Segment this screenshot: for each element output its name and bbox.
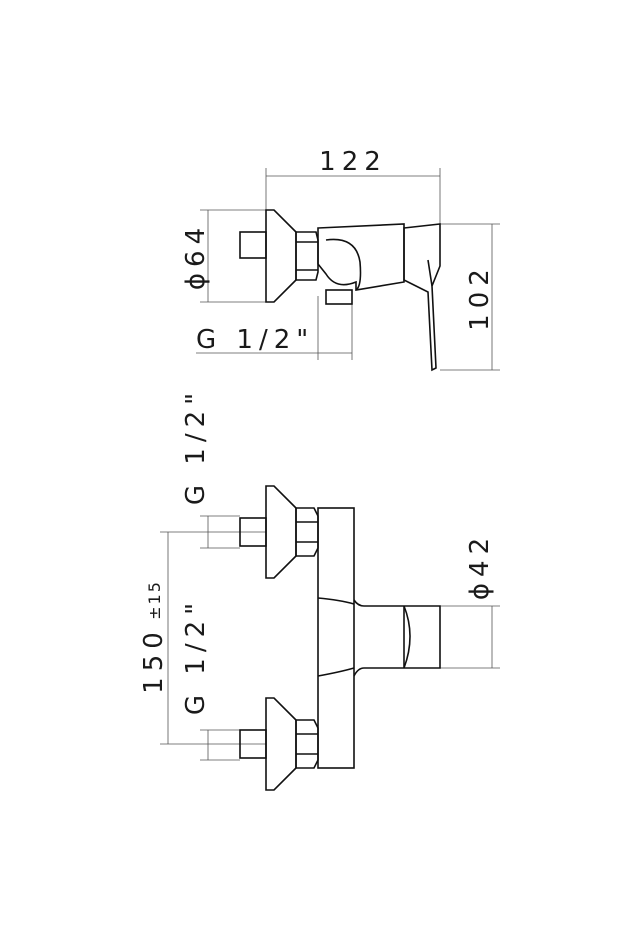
- diameter-label: ϕ42: [465, 532, 495, 600]
- spacing-tolerance: ±15: [145, 580, 164, 620]
- handle-edge: [427, 259, 433, 287]
- upper-stub: [239, 517, 267, 547]
- hex-nut: [295, 231, 319, 281]
- lower-flange: [265, 697, 297, 791]
- upper-flange: [265, 485, 297, 579]
- handle-curve: [403, 605, 411, 669]
- cartridge-body: [353, 599, 441, 677]
- bottom-view: G 1/2" G 1/2" 150 ±15 ϕ42: [139, 387, 500, 791]
- lever-handle: [403, 223, 441, 372]
- dim-thread-label: G 1/2": [196, 325, 314, 355]
- body-curve: [325, 238, 362, 291]
- spacing-label: 150: [139, 626, 169, 694]
- bar-contour: [317, 597, 355, 605]
- upper-nut: [295, 507, 319, 557]
- bar-body: [317, 507, 355, 769]
- dim-diameter-label: ϕ64: [181, 222, 211, 290]
- dim-width-label: 122: [319, 147, 387, 177]
- outlet: [325, 289, 353, 305]
- mixer-body: [317, 223, 405, 291]
- lower-thread-label: G 1/2": [181, 597, 211, 715]
- inlet-stub: [239, 231, 267, 259]
- bar-contour: [317, 667, 355, 677]
- lower-nut: [295, 719, 319, 769]
- top-view: 122 102 ϕ64 G 1/2": [181, 147, 500, 372]
- dim-height-label: 102: [465, 263, 495, 331]
- upper-thread-label: G 1/2": [181, 387, 211, 505]
- lower-stub: [239, 729, 267, 759]
- wall-flange: [265, 209, 297, 303]
